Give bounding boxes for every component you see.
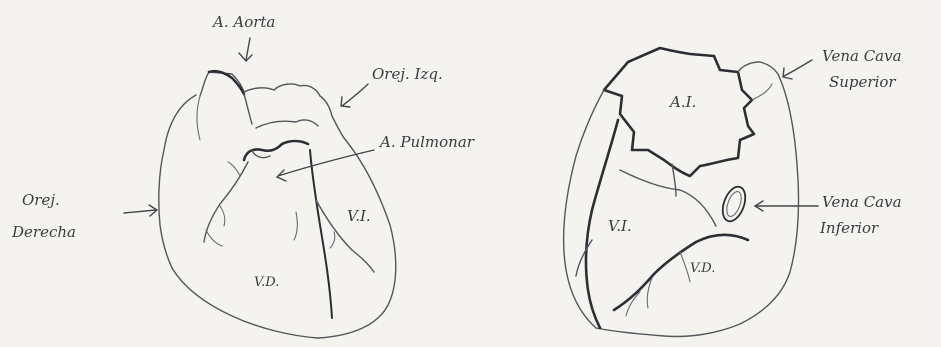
right-auricle-inner (197, 96, 200, 140)
label-vd-anterior: V.D. (254, 276, 279, 291)
left-atrium-outline (604, 48, 754, 176)
superior-vena-cava (738, 62, 778, 74)
pulmonar-trunk-dark (244, 141, 308, 160)
label-orej-derecha-2: Derecha (12, 224, 76, 241)
label-aorta: A. Aorta (213, 14, 275, 31)
right-branch-twig (294, 212, 297, 240)
right-auricle-outline (159, 95, 196, 268)
inferior-vena-cava (718, 184, 749, 225)
label-orej-derecha-1: Orej. (22, 192, 60, 209)
left-coronary-twig-a (206, 230, 222, 246)
heart-outline-left (172, 268, 318, 338)
vena-cava-inf-arrow (755, 201, 818, 211)
posterior-heart (564, 48, 799, 337)
posterior-vessel-branch (576, 240, 592, 276)
left-auricle-outline (244, 84, 344, 138)
label-vi-anterior: V.I. (347, 208, 371, 225)
label-vena-cava-inf-1: Vena Cava (822, 194, 902, 211)
svc-inner (752, 84, 772, 100)
vena-cava-sup-arrow (783, 60, 812, 79)
label-ai: A.I. (670, 94, 696, 111)
posterior-lower-twig-a (680, 252, 690, 282)
label-vi-posterior: V.I. (608, 218, 632, 235)
label-a-pulmonar: A. Pulmonar (380, 134, 474, 151)
label-orej-izq: Orej. Izq. (372, 66, 443, 83)
left-coronary-twig-c (228, 162, 240, 176)
label-vd-posterior: V.D. (690, 262, 715, 277)
a-pulmonar-arrow (277, 150, 374, 181)
anterior-heart (159, 71, 396, 338)
orej-derecha-arrow (124, 205, 157, 216)
coronary-sinus (620, 170, 716, 226)
posterior-outline-left (564, 90, 604, 328)
aorta-arrow (239, 38, 252, 61)
aorta-side (244, 94, 252, 124)
left-coronary-twig-b (220, 206, 225, 226)
right-branch-twig-b (330, 232, 335, 248)
left-coronary-branch (204, 162, 248, 242)
pulmonar-outline (256, 120, 318, 128)
label-vena-cava-sup-1: Vena Cava (822, 48, 902, 65)
orej-izq-arrow (341, 84, 368, 107)
label-arrows (124, 38, 818, 216)
label-vena-cava-inf-2: Inferior (820, 220, 878, 237)
interventricular-vessel (310, 150, 332, 318)
posterior-outline-right (596, 74, 799, 337)
heart-outline-right (318, 138, 396, 338)
label-vena-cava-sup-2: Superior (829, 74, 896, 91)
